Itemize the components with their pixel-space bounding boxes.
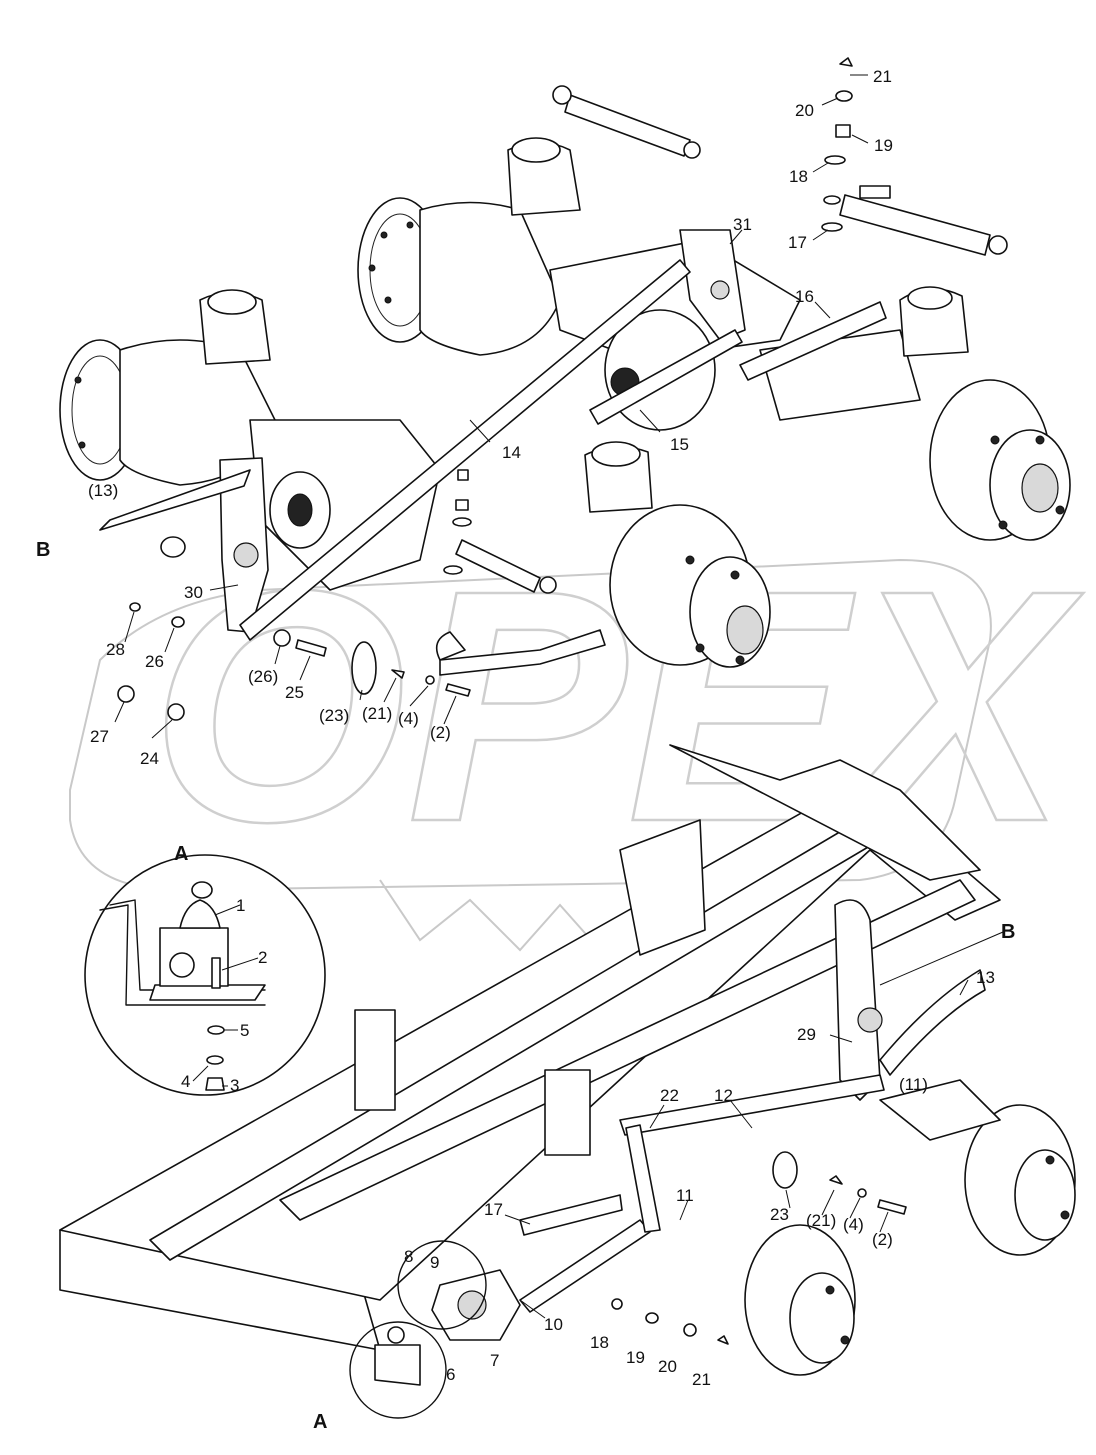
callout-13-paren: (13): [88, 481, 118, 500]
callout-11-paren: (11): [899, 1075, 928, 1094]
upper-axle-assembly: [59, 57, 1071, 721]
section-label-b-right: B: [1001, 921, 1015, 943]
section-label-a-top: A: [174, 843, 188, 865]
callout-23-paren-top: (23): [319, 706, 349, 725]
callout-4-paren-top: (4): [398, 709, 419, 728]
callout-21-paren-top: (21): [362, 704, 392, 723]
callout-8: 8: [404, 1247, 413, 1266]
upper-rear-axle: [357, 137, 1071, 541]
callouts-lower: 13 29 (11) 12 22 23 (21) (4) (2) 17 11 8…: [404, 968, 995, 1389]
detail-a-view: [84, 854, 326, 1096]
frame-assembly: [59, 744, 1076, 1376]
callout-14: 14: [502, 443, 521, 462]
callout-detail-2: 2: [258, 948, 267, 967]
callout-17-top: 17: [788, 233, 807, 252]
callout-26-paren: (26): [248, 667, 278, 686]
detail-a-location: [349, 1240, 487, 1419]
callout-29: 29: [797, 1025, 816, 1044]
callout-18-top: 18: [789, 167, 808, 186]
callout-detail-4: 4: [181, 1072, 190, 1091]
callout-18: 18: [590, 1333, 609, 1352]
callout-detail-1: 1: [236, 896, 245, 915]
callout-17: 17: [484, 1200, 503, 1219]
callout-19-top: 19: [874, 136, 893, 155]
section-label-a-bottom: A: [313, 1411, 327, 1433]
callout-15: 15: [670, 435, 689, 454]
callout-4-paren: (4): [843, 1215, 864, 1234]
upper-front-axle: [59, 289, 771, 668]
callouts-detail-a: 1 2 5 4 3: [181, 896, 267, 1095]
callout-25: 25: [285, 683, 304, 702]
callout-6: 6: [446, 1365, 455, 1384]
callout-21-top: 21: [873, 67, 892, 86]
callout-27: 27: [90, 727, 109, 746]
leader-lines: [114, 74, 1004, 1319]
callout-31: 31: [733, 215, 752, 234]
callout-11: 11: [676, 1186, 694, 1205]
callout-20: 20: [658, 1357, 677, 1376]
callout-22: 22: [660, 1086, 679, 1105]
callout-7: 7: [490, 1351, 499, 1370]
callout-2-paren: (2): [872, 1230, 893, 1249]
callout-26: 26: [145, 652, 164, 671]
callout-9: 9: [430, 1253, 439, 1272]
callout-28: 28: [106, 640, 125, 659]
callout-21-paren: (21): [806, 1211, 836, 1230]
callout-23: 23: [770, 1205, 789, 1224]
callout-21: 21: [692, 1370, 711, 1389]
callout-detail-3: 3: [230, 1076, 239, 1095]
callout-detail-5: 5: [240, 1021, 249, 1040]
callout-30: 30: [184, 583, 203, 602]
callout-13: 13: [976, 968, 995, 987]
section-label-b-left: B: [36, 539, 50, 561]
callout-10: 10: [544, 1315, 563, 1334]
callout-16: 16: [795, 287, 814, 306]
callout-19: 19: [626, 1348, 645, 1367]
callout-24: 24: [140, 749, 159, 768]
callouts-upper: 21 20 19 18 17 31 16 14 15 (13) 30 28 26…: [88, 67, 893, 768]
callout-2-paren-top: (2): [430, 723, 451, 742]
steering-rods: [99, 57, 1008, 721]
callout-20-top: 20: [795, 101, 814, 120]
callout-12: 12: [714, 1086, 733, 1105]
